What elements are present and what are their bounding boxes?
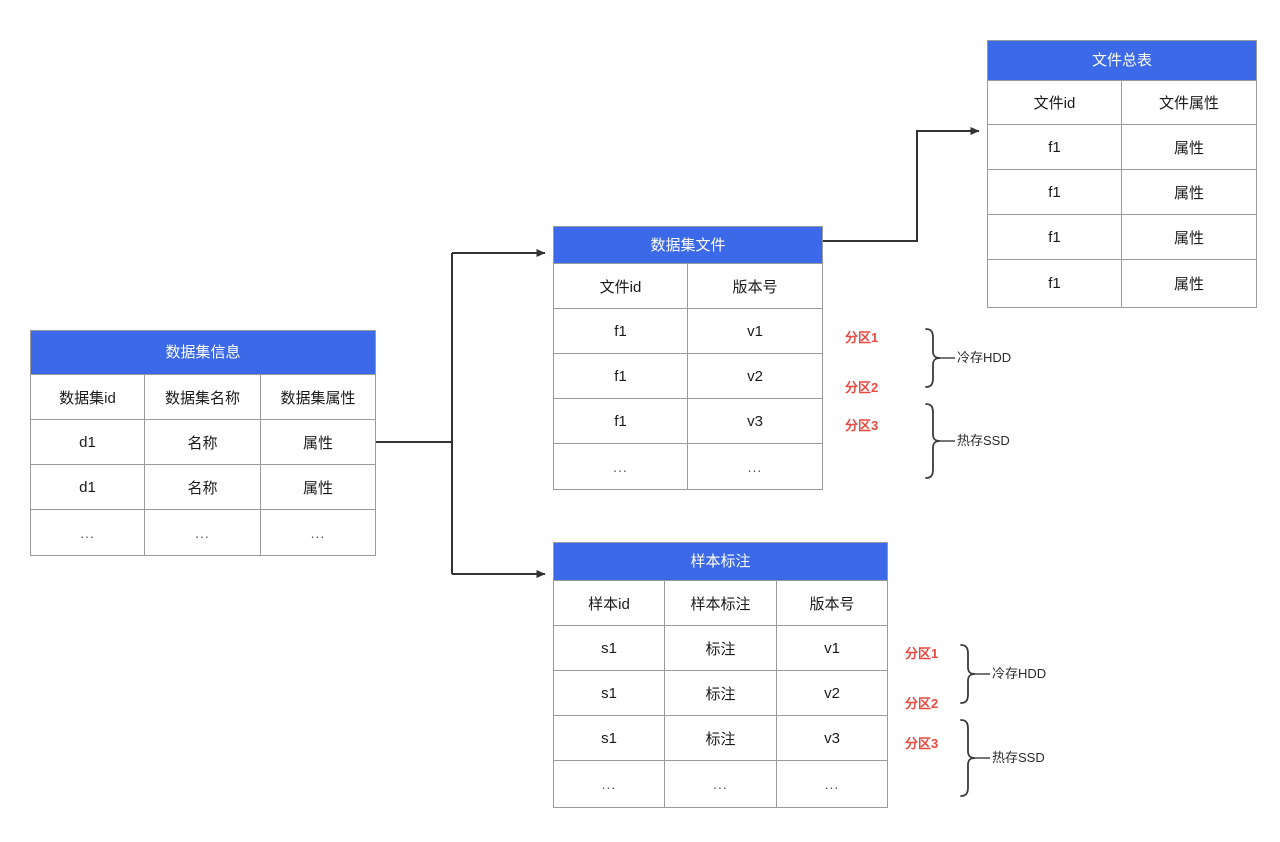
- cell-dataset-name: ...: [145, 510, 261, 555]
- connector-dataset-file-to-file-master: [823, 127, 980, 242]
- cell-sample-id: s1: [554, 626, 665, 670]
- cell-dataset-attr: 属性: [302, 479, 333, 497]
- table-row[interactable]: f1 属性: [988, 215, 1256, 260]
- storage-label-hot-ssd-sample-label: 热存SSD: [992, 750, 1045, 765]
- cell-sample-annotation: ...: [665, 761, 777, 807]
- cell-dataset-name: 名称: [145, 420, 261, 464]
- brace-hot-ssd-dataset-file: [925, 403, 941, 479]
- cell-dataset-id: ...: [31, 510, 145, 555]
- table-row[interactable]: f1 属性: [988, 170, 1256, 215]
- cell-version: ...: [747, 458, 763, 475]
- column-header-sample-id: 样本id: [554, 581, 665, 625]
- table-row[interactable]: d1 名称 属性: [31, 420, 375, 465]
- cell-dataset-id: d1: [31, 420, 145, 464]
- cell-dataset-attr: ...: [310, 524, 326, 541]
- cell-sample-annotation: 标注: [665, 671, 777, 715]
- cell-sample-id: s1: [554, 716, 665, 760]
- cell-sample-annotation: 标注: [665, 626, 777, 670]
- column-header-sample-annotation: 样本标注: [665, 581, 777, 625]
- column-header-dataset-name: 数据集名称: [145, 375, 261, 419]
- table-row[interactable]: f1 属性: [988, 125, 1256, 170]
- table-row[interactable]: f1 v1: [554, 309, 822, 354]
- cell-version: v3: [747, 412, 763, 430]
- cell-file-id: f1: [554, 354, 688, 398]
- table-sample-label-title: 样本标注: [554, 543, 887, 581]
- table-row[interactable]: f1 v3: [554, 399, 822, 444]
- table-row[interactable]: s1 标注 v3: [554, 716, 887, 761]
- storage-label-cold-hdd-dataset-file: 冷存HDD: [957, 350, 1012, 365]
- table-dataset-info-title: 数据集信息: [31, 331, 375, 375]
- cell-file-attr: 属性: [1173, 276, 1204, 293]
- cell-version: v3: [824, 729, 840, 747]
- cell-file-attr: 属性: [1173, 139, 1204, 157]
- table-row[interactable]: ... ... ...: [31, 510, 375, 555]
- cell-sample-annotation: 标注: [665, 716, 777, 760]
- table-dataset-file-title: 数据集文件: [554, 227, 822, 264]
- table-row[interactable]: ... ... ...: [554, 761, 887, 807]
- cell-version: v1: [824, 639, 840, 657]
- cell-version: ...: [824, 776, 840, 792]
- column-header-dataset-id: 数据集id: [31, 375, 145, 419]
- cell-dataset-id: d1: [31, 465, 145, 509]
- column-header-file-id: 文件id: [554, 264, 688, 308]
- cell-file-id: f1: [988, 170, 1122, 214]
- table-file-master-title: 文件总表: [988, 41, 1256, 81]
- cell-version: v2: [824, 684, 840, 702]
- partition-label-2-sample-label: 分区2: [905, 696, 939, 711]
- table-file-master[interactable]: 文件总表 文件id 文件属性 f1 属性 f1 属性 f1 属性 f1 属性: [987, 40, 1257, 308]
- cell-file-id: f1: [554, 309, 688, 353]
- table-dataset-info[interactable]: 数据集信息 数据集id 数据集名称 数据集属性 d1 名称 属性 d1 名称 属…: [30, 330, 376, 556]
- cell-version: v2: [747, 367, 763, 385]
- brace-cold-hdd-sample-label: [960, 644, 976, 704]
- brace-cold-hdd-dataset-file: [925, 328, 941, 388]
- cell-file-id: f1: [554, 399, 688, 443]
- cell-dataset-attr: 属性: [302, 434, 333, 452]
- brace-hot-ssd-sample-label: [960, 719, 976, 797]
- partition-label-3-sample-label: 分区3: [905, 736, 939, 751]
- cell-file-id: f1: [988, 260, 1122, 307]
- table-row[interactable]: ... ...: [554, 444, 822, 489]
- column-header-version: 版本号: [809, 595, 855, 613]
- table-dataset-file[interactable]: 数据集文件 文件id 版本号 f1 v1 f1 v2 f1 v3 ... ...: [553, 226, 823, 490]
- column-header-file-id: 文件id: [988, 81, 1122, 124]
- partition-label-3-dataset-file: 分区3: [845, 418, 879, 433]
- table-dataset-info-header-row: 数据集id 数据集名称 数据集属性: [31, 375, 375, 420]
- table-dataset-file-header-row: 文件id 版本号: [554, 264, 822, 309]
- cell-sample-id: s1: [554, 671, 665, 715]
- table-row[interactable]: s1 标注 v1: [554, 626, 887, 671]
- cell-file-attr: 属性: [1173, 229, 1204, 247]
- column-header-version: 版本号: [732, 278, 778, 296]
- partition-label-2-dataset-file: 分区2: [845, 380, 879, 395]
- table-file-master-header-row: 文件id 文件属性: [988, 81, 1256, 125]
- cell-version: v1: [747, 322, 763, 340]
- table-sample-label[interactable]: 样本标注 样本id 样本标注 版本号 s1 标注 v1 s1 标注 v2 s1 …: [553, 542, 888, 808]
- partition-label-1-sample-label: 分区1: [905, 646, 939, 661]
- cell-sample-id: ...: [554, 761, 665, 807]
- table-row[interactable]: d1 名称 属性: [31, 465, 375, 510]
- table-row[interactable]: s1 标注 v2: [554, 671, 887, 716]
- cell-file-id: ...: [554, 444, 688, 489]
- column-header-dataset-attr: 数据集属性: [280, 389, 356, 407]
- cell-dataset-name: 名称: [145, 465, 261, 509]
- cell-file-id: f1: [988, 125, 1122, 169]
- table-row[interactable]: f1 v2: [554, 354, 822, 399]
- cell-file-attr: 属性: [1173, 184, 1204, 202]
- cell-file-id: f1: [988, 215, 1122, 259]
- storage-label-hot-ssd-dataset-file: 热存SSD: [957, 433, 1010, 448]
- partition-label-1-dataset-file: 分区1: [845, 330, 879, 345]
- table-sample-label-header-row: 样本id 样本标注 版本号: [554, 581, 887, 626]
- column-header-file-attr: 文件属性: [1158, 95, 1219, 112]
- table-row[interactable]: f1 属性: [988, 260, 1256, 307]
- storage-label-cold-hdd-sample-label: 冷存HDD: [992, 666, 1047, 681]
